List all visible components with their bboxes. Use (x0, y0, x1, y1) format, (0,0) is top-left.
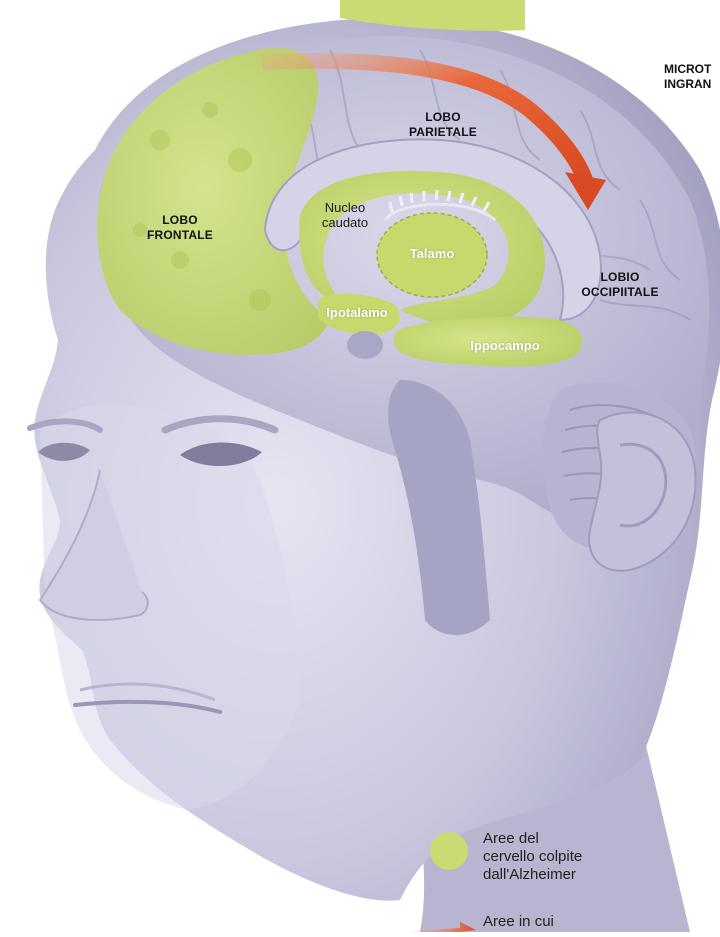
occipital-lobe-label-line2: OCCIPIITALE (560, 285, 680, 300)
legend-spread-text: Aree in cui (483, 913, 554, 931)
parietal-lobe-label-line2: PARIETALE (393, 125, 493, 140)
caudate-label-line2: caudato (300, 215, 390, 230)
frontal-lobe-label-line1: LOBO (130, 213, 230, 228)
legend-affected-text: Aree del cervello colpite dall'Alzheimer (483, 830, 582, 884)
caudate-label: Nucleo caudato (300, 200, 390, 230)
side-label-line1: MICROT (664, 62, 711, 77)
hypothalamus-label: Ipotalamo (312, 305, 402, 320)
frontal-lobe-label-line2: FRONTALE (130, 228, 230, 243)
frontal-lobe-label: LOBO FRONTALE (130, 213, 230, 243)
occipital-lobe-label-line1: LOBIO (560, 270, 680, 285)
side-label-line2: INGRAN (664, 77, 711, 92)
legend-affected-line1: Aree del (483, 830, 582, 848)
parietal-lobe-label: LOBO PARIETALE (393, 110, 493, 140)
parietal-lobe-label-line1: LOBO (393, 110, 493, 125)
pituitary (347, 331, 383, 359)
thalamus-label: Talamo (392, 246, 472, 261)
caudate-label-line1: Nucleo (300, 200, 390, 215)
legend-affected-line2: cervello colpite (483, 848, 582, 866)
occipital-lobe-label: LOBIO OCCIPIITALE (560, 270, 680, 300)
legend-spread-line1: Aree in cui (483, 913, 554, 931)
side-label: MICROT INGRAN (664, 62, 711, 92)
legend-affected-line3: dall'Alzheimer (483, 866, 582, 884)
hippocampus-label: Ippocampo (455, 338, 555, 353)
legend-green-dot (430, 832, 468, 870)
